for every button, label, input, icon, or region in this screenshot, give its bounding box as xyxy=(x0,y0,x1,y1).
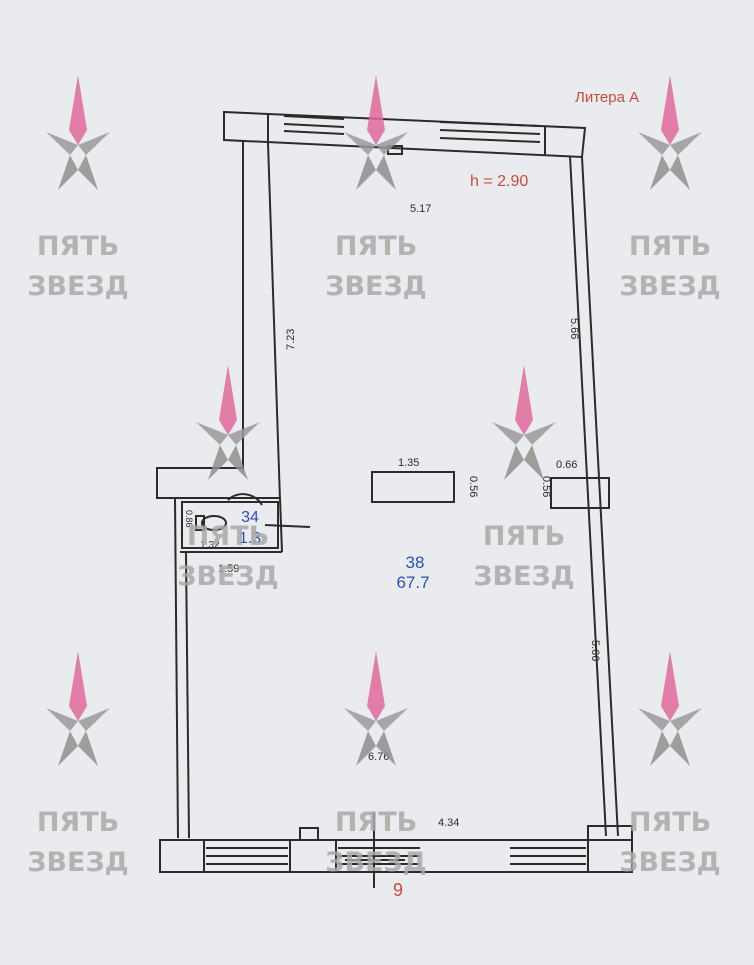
watermark-line2: ЗВЕЗД xyxy=(27,271,128,302)
dim-step-width: 1.59 xyxy=(218,563,239,575)
watermark-line1: ПЯТЬ xyxy=(187,521,269,552)
watermark: ПЯТЬ ЗВЕЗД xyxy=(619,651,721,878)
dim-wc-width: 1.32 xyxy=(200,540,220,551)
dim-wc-height: 0.86 xyxy=(184,510,194,528)
watermark: ПЯТЬ ЗВЕЗД xyxy=(473,365,575,592)
watermark-line1: ПЯТЬ xyxy=(629,231,711,262)
watermark-line2: ЗВЕЗД xyxy=(473,561,574,592)
watermark: ПЯТЬ ЗВЕЗД xyxy=(325,651,427,878)
dim-column-left-d: 0.56 xyxy=(467,476,479,497)
walls xyxy=(156,110,633,888)
dim-column-left-w: 1.35 xyxy=(398,457,419,469)
watermark: ПЯТЬ ЗВЕЗД xyxy=(619,75,721,302)
watermark: ПЯТЬ ЗВЕЗД xyxy=(27,651,129,878)
room-wc-number: 34 xyxy=(241,509,259,526)
watermark-line2: ЗВЕЗД xyxy=(325,847,426,878)
dim-column-right-w: 0.66 xyxy=(556,459,577,471)
room-wc-area: 1.3 xyxy=(239,530,261,547)
watermark-line1: ПЯТЬ xyxy=(335,807,417,838)
watermark: ПЯТЬ ЗВЕЗД xyxy=(27,75,129,302)
dim-column-right-d: 0.56 xyxy=(540,476,552,497)
watermark-line2: ЗВЕЗД xyxy=(619,847,720,878)
room-main-number: 38 xyxy=(406,553,425,572)
dimension-labels: 5.17 7.23 5.66 5.66 1.35 0.56 0.56 0.66 … xyxy=(184,203,601,829)
watermark-line1: ПЯТЬ xyxy=(483,521,565,552)
room-labels: 38 67.7 34 1.3 xyxy=(239,509,430,592)
watermark-line2: ЗВЕЗД xyxy=(619,271,720,302)
section-mark-label: 9 xyxy=(393,880,403,900)
watermark-line1: ПЯТЬ xyxy=(37,231,119,262)
ceiling-height-label: h = 2.90 xyxy=(470,173,528,190)
dim-right-lower: 5.66 xyxy=(589,640,601,661)
dim-left-wall: 7.23 xyxy=(285,329,297,350)
watermark-line1: ПЯТЬ xyxy=(629,807,711,838)
dim-right-upper: 5.66 xyxy=(568,318,580,339)
watermark-line2: ЗВЕЗД xyxy=(177,561,278,592)
litera-label: Литера А xyxy=(575,89,639,106)
watermark-line2: ЗВЕЗД xyxy=(27,847,128,878)
room-main-area: 67.7 xyxy=(396,573,429,592)
dim-bottom-width: 4.34 xyxy=(438,817,459,829)
watermark: ПЯТЬ ЗВЕЗД xyxy=(177,365,279,592)
watermarks: ПЯТЬ ЗВЕЗД ПЯТЬ ЗВЕЗД ПЯТЬ ЗВЕЗД ПЯТЬ ЗВ… xyxy=(27,75,721,878)
watermark-line2: ЗВЕЗД xyxy=(325,271,426,302)
watermark: ПЯТЬ ЗВЕЗД xyxy=(325,75,427,302)
watermark-line1: ПЯТЬ xyxy=(335,231,417,262)
watermark-line1: ПЯТЬ xyxy=(37,807,119,838)
dim-top-width: 5.17 xyxy=(410,203,431,215)
